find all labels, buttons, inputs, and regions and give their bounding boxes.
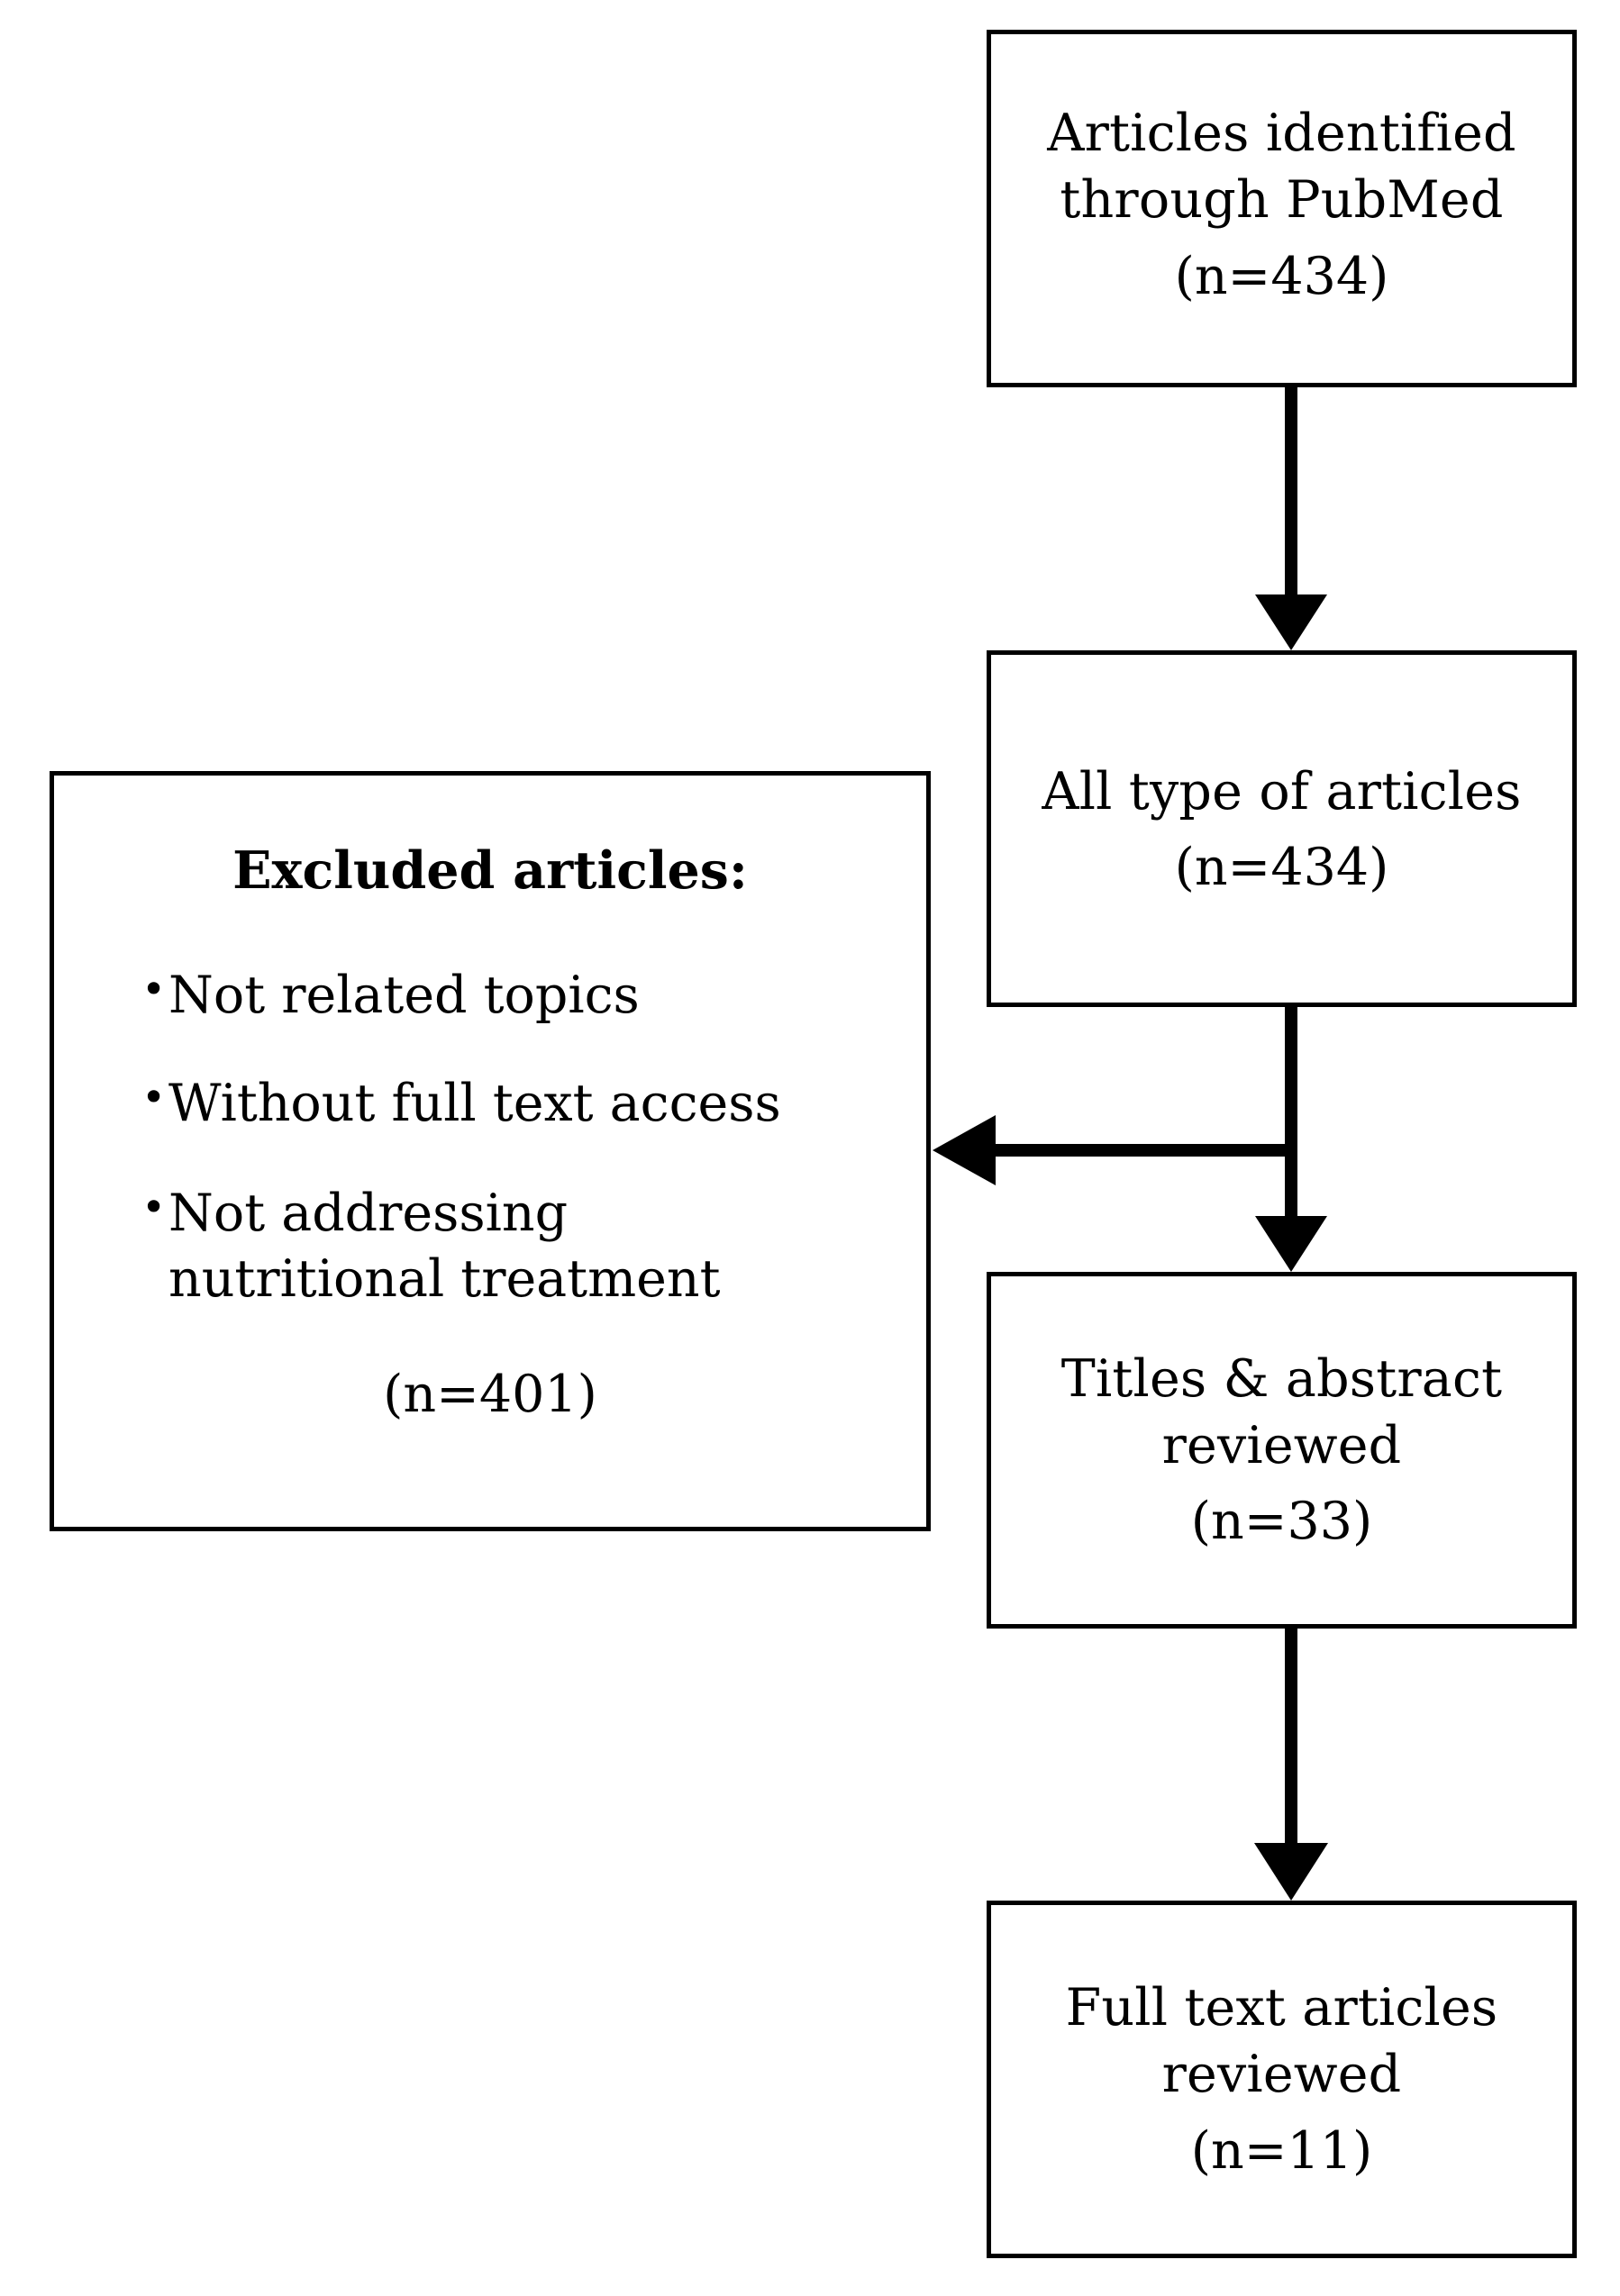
box-count: (n=434) (1174, 838, 1389, 897)
excluded-articles-count: (n=401) (383, 1365, 597, 1424)
arrow-titles-to-fulltext (1254, 1629, 1328, 1901)
box-count: (n=11) (1190, 2120, 1373, 2181)
box-excluded-articles: Excluded articles: • Not related topics … (50, 771, 931, 1531)
box-text-group: All type of articles (n=434) (1042, 758, 1521, 901)
box-line: Full text articles (1065, 1978, 1498, 2038)
bullet-icon: • (141, 965, 167, 1013)
arrow-alltypes-to-excluded (933, 1115, 1297, 1185)
excluded-list-item: • Not addressing nutritional treatment (122, 1181, 720, 1312)
box-line: through PubMed (1060, 170, 1504, 231)
excluded-item-label: Not addressing nutritional treatment (168, 1181, 720, 1312)
box-line: All type of articles (1042, 761, 1522, 821)
box-full-text-articles-reviewed: Full text articles reviewed (n=11) (987, 1901, 1577, 2258)
box-count: (n=434) (1174, 246, 1389, 306)
box-line: reviewed (1161, 1415, 1402, 1475)
excluded-item-label: Not related topics (168, 966, 640, 1025)
box-line: Articles identified (1047, 104, 1516, 164)
excluded-item-label-line1: Not addressing (168, 1184, 569, 1243)
excluded-list-item: • Without full text access (122, 1071, 781, 1137)
arrow-identified-to-alltypes (1255, 387, 1327, 650)
excluded-item-label-line2: nutritional treatment (168, 1248, 721, 1309)
box-text-group: Full text articles reviewed (n=11) (1066, 1974, 1498, 2183)
box-text-group: Articles identified through PubMed (n=43… (1047, 100, 1515, 309)
bullet-icon: • (141, 1183, 167, 1231)
excluded-item-label: Without full text access (168, 1074, 781, 1133)
excluded-articles-title: Excluded articles: (232, 840, 748, 901)
box-articles-identified: Articles identified through PubMed (n=43… (987, 30, 1577, 387)
box-count: (n=33) (1190, 1492, 1373, 1552)
box-all-type-of-articles: All type of articles (n=434) (987, 650, 1577, 1007)
box-titles-abstract-reviewed: Titles & abstract reviewed (n=33) (987, 1272, 1577, 1629)
excluded-list-item: • Not related topics (122, 963, 640, 1029)
box-line: reviewed (1161, 2045, 1402, 2105)
arrow-alltypes-to-titles (1255, 1007, 1327, 1272)
box-text-group: Titles & abstract reviewed (n=33) (1061, 1346, 1502, 1555)
box-line: Titles & abstract (1060, 1348, 1503, 1409)
bullet-icon: • (141, 1073, 167, 1121)
